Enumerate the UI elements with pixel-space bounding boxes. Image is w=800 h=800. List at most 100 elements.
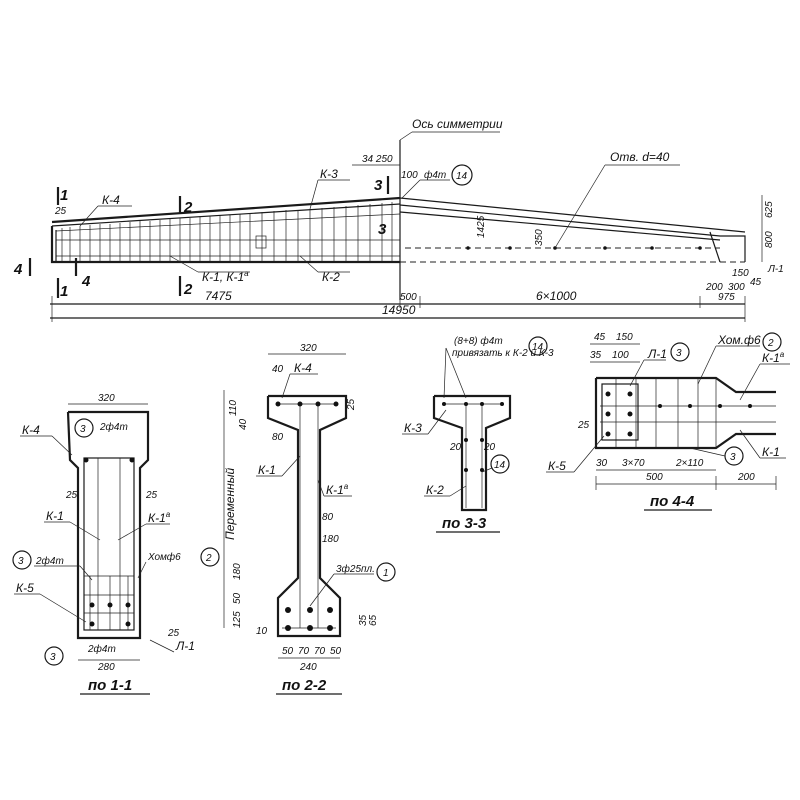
dim-elev-1425: 1425 [476, 215, 487, 238]
s1-callout-3-bottom [44, 646, 64, 666]
s1-callout-2 [200, 547, 220, 567]
beam-elevation: Ось симметрии Отв. d=40 К-4 К-3 К-2 К-1,… [13, 117, 784, 322]
svg-text:1: 1 [383, 568, 389, 579]
s4-dim-45: 45 [594, 332, 606, 343]
s2-dim-row-50: 50 [282, 646, 294, 657]
s4-l1-label: Л-1 [647, 347, 667, 361]
bar-label-elev: ф4т [424, 169, 446, 181]
stirrup-verticals [61, 202, 393, 262]
s2-k1a-label: К-1а [326, 482, 349, 497]
dim-elev-625: 625 [764, 201, 775, 218]
s1-dim-25-left: 25 [65, 490, 78, 501]
s4-dim-25: 25 [577, 420, 590, 431]
svg-text:2: 2 [183, 199, 193, 216]
svg-text:14: 14 [456, 171, 468, 182]
dim-elev-6x1000: 6×1000 [536, 289, 577, 303]
s1-k1a-label: К-1а [148, 510, 171, 525]
s1-k5-label: К-5 [16, 581, 34, 595]
section-4-top [596, 376, 776, 394]
section-marker-1: 1 1 [56, 187, 68, 300]
svg-text:14: 14 [532, 342, 544, 353]
s2-dim-25: 25 [346, 398, 357, 411]
section-2-2: 320 40 110 40 80 25 80 180 180 50 125 10… [223, 343, 396, 695]
dim-elev-150: 150 [732, 268, 749, 279]
section-2-outline [266, 394, 348, 638]
hole-leader [554, 164, 606, 249]
s4-dim-500: 500 [646, 472, 663, 483]
svg-text:1: 1 [60, 187, 68, 204]
dim-elev-500: 500 [400, 292, 417, 303]
dim-elev-975: 975 [718, 292, 735, 303]
s1-dim-25-right: 25 [145, 490, 158, 501]
dim-elev-300: 300 [728, 282, 745, 293]
svg-text:3: 3 [80, 424, 86, 435]
svg-text:2: 2 [183, 281, 193, 298]
s2-callout-1 [376, 562, 396, 582]
svg-text:14: 14 [494, 460, 506, 471]
s3-dim-20-right: 20 [483, 442, 496, 453]
s4-k1-label: К-1 [762, 445, 780, 459]
s2-dim-240: 240 [299, 662, 317, 673]
svg-text:3: 3 [50, 652, 56, 663]
label-elev-L1: Л-1 [767, 264, 784, 275]
symmetry-axis-label: Ось симметрии [412, 117, 503, 131]
s1-bars-mid: 2ф4т [35, 555, 64, 567]
s2-dim-35: 35 [358, 614, 369, 626]
end-block-right [709, 231, 721, 263]
dim-elev-350: 350 [534, 229, 545, 246]
section-4-bottom [594, 378, 776, 450]
s3-k2-label: К-2 [426, 483, 444, 497]
section-3-outline [432, 394, 512, 512]
s2-dim-110: 110 [228, 400, 239, 416]
section-4-plate [601, 383, 639, 441]
s4-k5-label: К-5 [548, 459, 566, 473]
cage-k1-label: К-1, К-1а [202, 269, 249, 284]
s2-dim-40: 40 [272, 364, 284, 375]
s4-k1a-label: К-1а [762, 350, 785, 365]
beam-flange-right [399, 204, 746, 262]
svg-text:3: 3 [676, 348, 682, 359]
cage-k3-label: К-3 [320, 167, 338, 181]
svg-text:2: 2 [767, 338, 774, 349]
cage-bar-top [55, 213, 401, 232]
cage-k4-label: К-4 [102, 193, 120, 207]
dim-elev-100: 100 [401, 170, 418, 181]
s1-title: по 1-1 [88, 677, 132, 694]
s3-title: по 3-3 [442, 515, 487, 532]
s2-dim-80: 80 [272, 432, 284, 443]
svg-text:2: 2 [205, 553, 212, 564]
hole-marks [466, 246, 702, 250]
svg-text:3: 3 [378, 221, 387, 238]
s4-stirrup-label: Хом.ф6 [717, 333, 761, 347]
dim-elev-14950: 14950 [382, 303, 416, 317]
s1-l1-label: Л-1 [175, 639, 195, 653]
s1-callout-3-top [74, 418, 94, 438]
svg-text:3: 3 [730, 452, 736, 463]
dim-elev-800: 800 [764, 231, 775, 248]
svg-text:4: 4 [81, 273, 91, 290]
s4-dim-200: 200 [737, 472, 755, 483]
s2-dim-10: 10 [256, 626, 268, 637]
s3-note: привязать к К-2 и К-3 [452, 348, 554, 359]
hole-label: Отв. d=40 [610, 150, 670, 164]
dim-elev-25: 25 [54, 206, 67, 217]
beam-bottom-edge [50, 226, 400, 264]
svg-text:3: 3 [18, 556, 24, 567]
web-line-right [399, 211, 721, 241]
s2-dim-80b: 80 [322, 512, 334, 523]
s1-callout-3-mid [12, 550, 32, 570]
svg-text:1: 1 [60, 283, 68, 300]
s2-k4-label: К-4 [294, 361, 312, 375]
s2-dim-row-70: 70 [298, 646, 310, 657]
cage-joint [255, 235, 267, 249]
s4-dim-35: 35 [590, 350, 602, 361]
s1-k4-label: К-4 [22, 423, 40, 437]
s4-callout-2 [762, 332, 782, 352]
dim-elev-7475: 7475 [205, 289, 232, 303]
section-4-4: 45 150 35 100 Л-1 3 Хом.ф6 2 К-1а 25 К-5… [546, 332, 790, 511]
section-marker-2: 2 2 [178, 196, 193, 298]
s4-dim-150: 150 [616, 332, 633, 343]
s1-bars-bottom: 2ф4т [87, 643, 116, 655]
s3-bars-label: (8+8) ф4т [454, 335, 503, 347]
